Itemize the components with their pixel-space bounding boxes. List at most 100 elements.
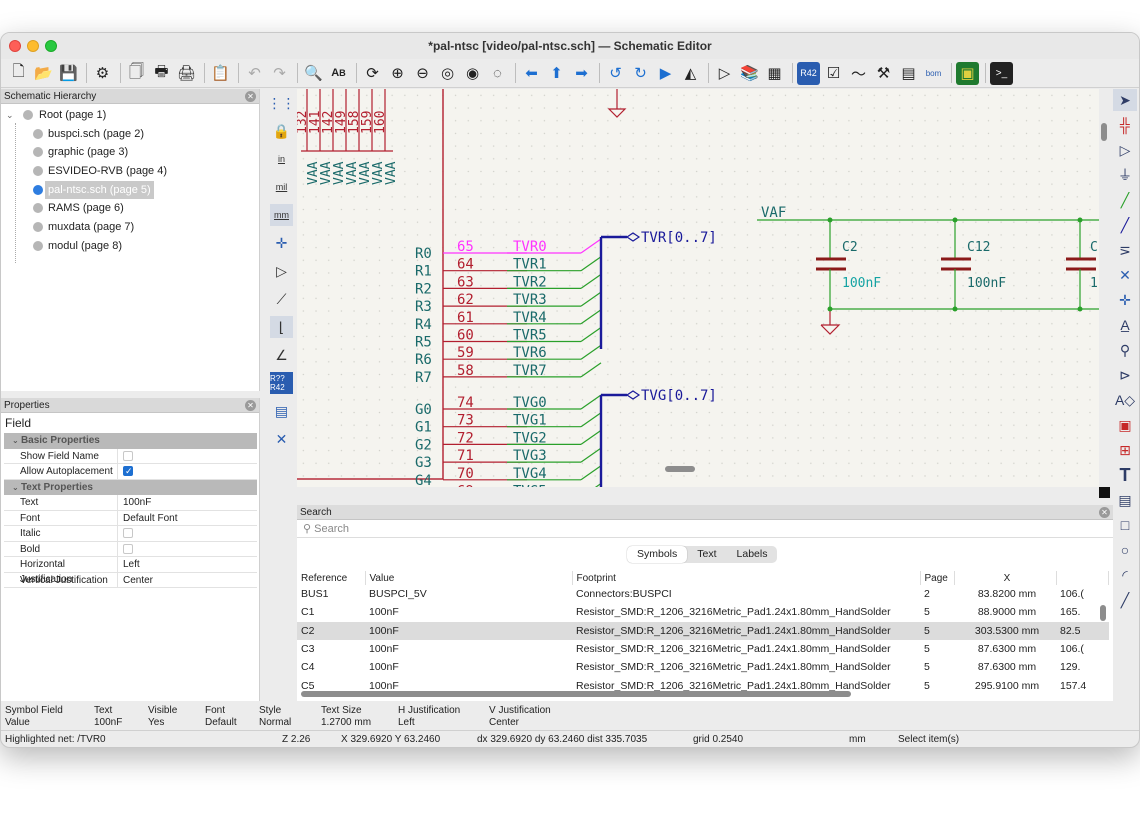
hidden-pins-icon[interactable]: ▷ [270, 260, 293, 282]
col-page[interactable]: Page [920, 571, 954, 585]
properties-toggle-icon[interactable]: ✕ [270, 428, 293, 450]
select-arrow-icon[interactable]: ➤ [1113, 89, 1137, 111]
tree-item-muxdata[interactable]: muxdata (page 7) [1, 218, 259, 237]
erc-icon[interactable]: ☑ [822, 62, 845, 85]
tree-item-esvideo[interactable]: ESVIDEO-RVB (page 4) [1, 162, 259, 181]
add-wire-icon[interactable]: ╱ [1113, 189, 1137, 211]
bus-label-tvg[interactable]: TVG[0..7] [641, 388, 717, 404]
add-textbox-icon[interactable]: ▤ [1113, 489, 1137, 511]
prop-value-text[interactable]: 100nF [118, 495, 257, 510]
cap-value-c2[interactable]: 100nF [842, 276, 881, 291]
find-icon[interactable]: 🔍 [302, 62, 325, 85]
lock-icon[interactable]: 🔒 [270, 120, 293, 142]
rotate-ccw-icon[interactable]: ↺ [604, 62, 627, 85]
footprint-assign-tool-icon[interactable]: ⚒ [872, 62, 895, 85]
add-bus-icon[interactable]: ╱ [1113, 214, 1137, 236]
open-folder-icon[interactable]: 📂 [32, 62, 55, 85]
page-settings-icon[interactable]: 🗍 [125, 62, 148, 85]
zoom-fit-icon[interactable]: ◎ [436, 62, 459, 85]
line-mode-free-icon[interactable]: ⟋ [270, 288, 293, 310]
units-inch-button[interactable]: in [270, 148, 293, 170]
bom-table-icon[interactable]: ▤ [897, 62, 920, 85]
add-symbol-icon[interactable]: ▷ [1113, 139, 1137, 161]
paste-icon[interactable]: 📋 [209, 62, 232, 85]
col-y[interactable] [1056, 571, 1109, 585]
net-label[interactable]: TVG5 [513, 484, 547, 488]
footprint-assign-icon[interactable]: ▦ [763, 62, 786, 85]
tree-item-graphic[interactable]: graphic (page 3) [1, 143, 259, 162]
table-row[interactable]: BUS1BUSPCI_5VConnectors:BUSPCI283.8200 m… [297, 585, 1109, 603]
minimize-window-button[interactable] [27, 40, 39, 52]
no-connect-icon[interactable]: ✕ [1113, 264, 1137, 286]
line-mode-90-icon[interactable]: ⌊ [270, 316, 293, 338]
prop-value-font[interactable]: Default Font [118, 511, 257, 526]
tree-item-modul[interactable]: modul (page 8) [1, 237, 259, 256]
tab-text[interactable]: Text [687, 546, 726, 563]
close-window-button[interactable] [9, 40, 21, 52]
tree-item-root[interactable]: ⌄ Root (page 1) [1, 106, 259, 125]
net-label[interactable]: TVG4 [513, 466, 547, 482]
add-global-label-icon[interactable]: ⊳ [1113, 364, 1137, 386]
navigate-forward-icon[interactable]: ➡ [570, 62, 593, 85]
italic-checkbox[interactable] [123, 528, 133, 538]
results-hscrollbar[interactable] [301, 691, 851, 697]
zoom-objects-icon[interactable]: ◉ [461, 62, 484, 85]
net-label[interactable]: TVG3 [513, 448, 547, 464]
cap-value-c12[interactable]: 100nF [967, 276, 1006, 291]
add-junction-icon[interactable]: ✛ [1113, 289, 1137, 311]
cap-ref-c2[interactable]: C2 [842, 240, 858, 255]
horizontal-scrollbar[interactable] [665, 466, 695, 472]
add-circle-icon[interactable]: ○ [1113, 539, 1137, 561]
navigate-back-icon[interactable]: ⬅ [520, 62, 543, 85]
undo-icon[interactable]: ↶ [243, 62, 266, 85]
import-sheet-pin-icon[interactable]: ⊞ [1113, 439, 1137, 461]
print-icon[interactable]: 🖶 [150, 62, 173, 85]
schematic-setup-icon[interactable]: ⚙ [91, 62, 114, 85]
close-panel-icon[interactable]: ✕ [245, 91, 256, 102]
net-label[interactable]: TVG0 [513, 395, 547, 411]
add-net-class-icon[interactable]: ⚲ [1113, 339, 1137, 361]
group-basic-properties[interactable]: ⌄ Basic Properties [4, 433, 257, 449]
net-label[interactable]: TVR1 [513, 257, 547, 273]
add-label-icon[interactable]: A̲ [1113, 314, 1137, 336]
annotate-icon[interactable]: R42 [797, 62, 820, 85]
bold-checkbox[interactable] [123, 544, 133, 554]
show-field-name-checkbox[interactable] [123, 451, 133, 461]
symbol-editor-icon[interactable]: ▷ [713, 62, 736, 85]
add-arc-icon[interactable]: ◜ [1113, 564, 1137, 586]
prop-value-v-justification[interactable]: Center [118, 573, 257, 588]
tab-labels[interactable]: Labels [727, 546, 778, 563]
col-reference[interactable]: Reference [297, 571, 365, 585]
search-input[interactable]: ⚲ Search [297, 520, 1113, 538]
net-label[interactable]: TVR3 [513, 292, 547, 308]
capacitor-c-partial[interactable]: C 1 [1066, 218, 1098, 312]
rotate-cw-icon[interactable]: ↻ [629, 62, 652, 85]
vertical-scrollbar[interactable] [1101, 123, 1107, 141]
units-mm-button[interactable]: mm [270, 204, 293, 226]
simulator-icon[interactable]: 〜 [847, 62, 870, 85]
units-mil-button[interactable]: mil [270, 176, 293, 198]
hierarchy-navigator-icon[interactable]: ▤ [270, 400, 293, 422]
allow-autoplacement-checkbox[interactable] [123, 466, 133, 476]
add-line-icon[interactable]: ╱ [1113, 589, 1137, 611]
zoom-in-icon[interactable]: ⊕ [386, 62, 409, 85]
add-bus-entry-icon[interactable]: ⋝ [1113, 239, 1137, 261]
results-vscrollbar[interactable] [1100, 605, 1106, 621]
refresh-icon[interactable]: ⟳ [361, 62, 384, 85]
symbol-browser-icon[interactable]: 📚 [738, 62, 761, 85]
table-row[interactable]: C2100nFResistor_SMD:R_1206_3216Metric_Pa… [297, 622, 1109, 640]
net-label[interactable]: TVR4 [513, 310, 547, 326]
tree-item-rams[interactable]: RAMS (page 6) [1, 199, 259, 218]
find-replace-icon[interactable]: AB [327, 62, 350, 85]
zoom-out-icon[interactable]: ⊖ [411, 62, 434, 85]
line-mode-45-icon[interactable]: ∠ [270, 344, 293, 366]
add-rectangle-icon[interactable]: □ [1113, 514, 1137, 536]
table-row[interactable]: C1100nFResistor_SMD:R_1206_3216Metric_Pa… [297, 603, 1109, 621]
schematic-canvas[interactable]: 132VAA141VAA142VAA149VAA158VAA159VAA160V… [297, 89, 1099, 487]
tab-symbols[interactable]: Symbols [627, 546, 687, 563]
close-panel-icon[interactable]: ✕ [1099, 507, 1110, 518]
plot-icon[interactable]: 🖨 [175, 62, 198, 85]
zoom-window-button[interactable] [45, 40, 57, 52]
prop-value-h-justification[interactable]: Left [118, 557, 257, 572]
chevron-down-icon[interactable]: ⌄ [6, 106, 14, 124]
